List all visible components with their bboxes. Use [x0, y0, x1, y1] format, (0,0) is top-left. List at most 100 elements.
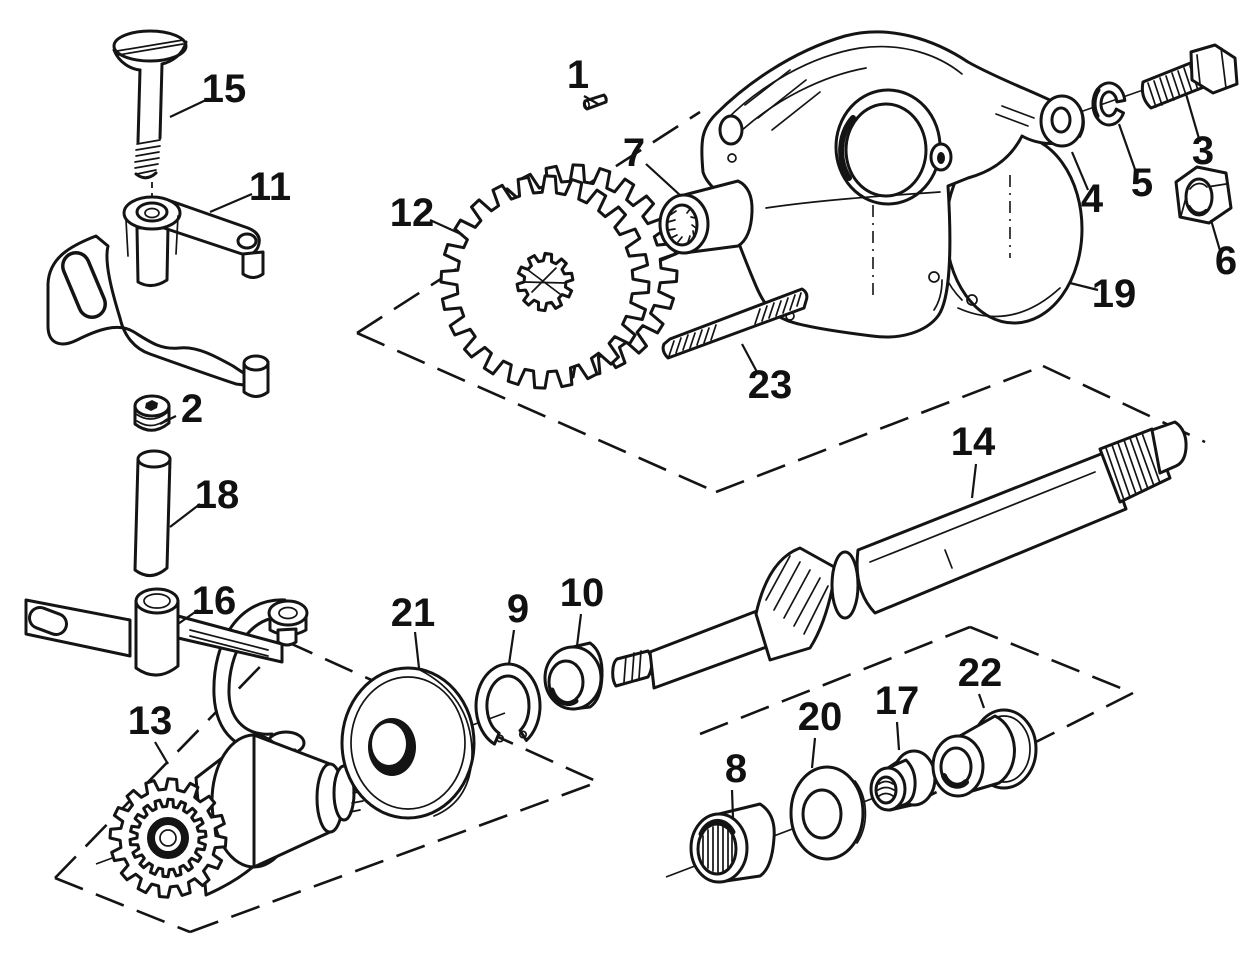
gear-bore-hatch — [523, 267, 567, 295]
screw-slot — [116, 39, 184, 56]
callout-leader-1 — [583, 95, 599, 105]
callout-number-5: 5 — [1131, 161, 1153, 205]
pulley-edge-band — [419, 669, 473, 817]
callout-number-9: 9 — [507, 587, 529, 631]
stud-threads-left — [668, 324, 717, 357]
shaft-gear-teeth-lines — [765, 555, 829, 635]
callout-leader-17 — [895, 721, 901, 751]
lever-end-pin — [241, 250, 265, 279]
cover-plate-corner — [933, 279, 943, 311]
dash-plane-c-topleft — [54, 640, 286, 879]
dash-plane-b-left — [715, 364, 1044, 494]
clevis-top — [134, 587, 180, 615]
part-20-washer — [789, 765, 867, 861]
callout-number-12: 12 — [390, 191, 435, 235]
cover-screw-boss-2 — [966, 294, 978, 306]
pulley-rim — [350, 676, 466, 810]
callout-leader-19 — [1069, 281, 1099, 292]
washer20-edge — [854, 780, 867, 844]
callout-number-15: 15 — [202, 67, 247, 111]
clevis-top-hole — [143, 593, 171, 609]
stud-threads-right — [754, 292, 802, 325]
callout-number-13: 13 — [128, 699, 173, 743]
shaft-body-lines — [869, 471, 1096, 569]
dash-plane-d-left — [699, 625, 971, 736]
callout-leader-3 — [1184, 93, 1202, 143]
part-7-needle-bearing — [658, 179, 754, 255]
nut-thread-arc — [1189, 182, 1208, 190]
part-8-splined-bushing — [689, 802, 776, 884]
fork-pad-top-hole — [278, 606, 298, 620]
shaft-stub-grooves — [623, 650, 642, 683]
cover-wing-lines — [995, 105, 1035, 127]
callout-number-2: 2 — [181, 387, 203, 431]
callout-number-19: 19 — [1092, 272, 1137, 316]
dash-plane-c-botright — [189, 780, 599, 934]
washer20-hole — [801, 788, 843, 840]
bolt-shank — [1140, 58, 1206, 110]
dash-plane-d-top — [969, 625, 1134, 695]
lever-hub-hole — [135, 201, 169, 223]
callout-number-18: 18 — [195, 473, 240, 517]
callout-leader-22 — [977, 693, 986, 709]
callout-leader-18 — [169, 503, 201, 528]
callout-leader-6 — [1209, 219, 1223, 255]
nut-bore-shading — [1187, 205, 1208, 216]
cover-screw-boss-1 — [928, 271, 940, 283]
callout-leader-14 — [970, 463, 978, 499]
cover-bore-inner — [844, 102, 928, 198]
callout-number-1: 1 — [567, 53, 589, 97]
snap-ring-lug-hole-1 — [495, 734, 505, 743]
callout-number-17: 17 — [875, 679, 920, 723]
screw-shaft — [136, 62, 164, 144]
screw-tip — [134, 171, 158, 180]
clutch-bore-inner — [159, 829, 177, 847]
pulley-hole-highlight — [372, 723, 406, 765]
lever-end-hole — [236, 232, 258, 250]
bolt-head-facets — [1196, 47, 1227, 89]
part-14-shaft — [611, 420, 1188, 690]
shaft-thin-section — [648, 607, 774, 690]
bracket-tube — [135, 224, 170, 287]
part-17-spacer-nut — [869, 749, 937, 812]
rod-body — [133, 457, 172, 577]
part-6-hex-nut — [1174, 165, 1233, 225]
callout-number-21: 21 — [391, 591, 436, 635]
cover-dome-inner-line-1 — [725, 45, 963, 121]
part-2-plug — [133, 394, 171, 432]
bushing-bore-shading — [549, 687, 579, 707]
callout-number-6: 6 — [1215, 239, 1237, 283]
bushing22-shading — [941, 773, 969, 789]
cover-plate-top-line — [765, 191, 941, 209]
callout-number-10: 10 — [560, 571, 605, 615]
part-10-bushing — [543, 641, 604, 711]
part-3-hex-bolt — [1140, 43, 1239, 110]
bushing8-shading — [698, 818, 736, 837]
clutch-bore — [147, 817, 189, 859]
part-15-screw — [112, 29, 188, 180]
cover-flange-hole — [718, 114, 744, 146]
callout-leader-11 — [209, 192, 253, 214]
dash-plane-c-botleft — [54, 876, 191, 934]
callout-number-22: 22 — [958, 651, 1003, 695]
part-13-clutch-gear — [108, 733, 365, 899]
lever-hub-hole-inner — [144, 207, 160, 219]
cover-face-hole-center — [937, 152, 945, 164]
snap-ring-body — [474, 662, 542, 746]
bracket-slot-inner — [64, 254, 104, 316]
callout-number-11: 11 — [249, 165, 291, 209]
screw-threads — [134, 139, 161, 175]
part-21-pulley — [340, 666, 476, 820]
shaft-collar — [830, 550, 860, 620]
callout-leader-15 — [169, 99, 207, 118]
snap-ring-lug-hole-2 — [518, 730, 528, 739]
bushing8-splines — [702, 824, 733, 874]
clevis-body — [134, 599, 180, 677]
part-9-snap-ring — [474, 662, 542, 746]
plug-socket — [145, 400, 158, 411]
hub-cylinder-sides — [125, 215, 179, 257]
callout-number-7: 7 — [623, 131, 645, 175]
callout-leader-21 — [413, 631, 421, 669]
